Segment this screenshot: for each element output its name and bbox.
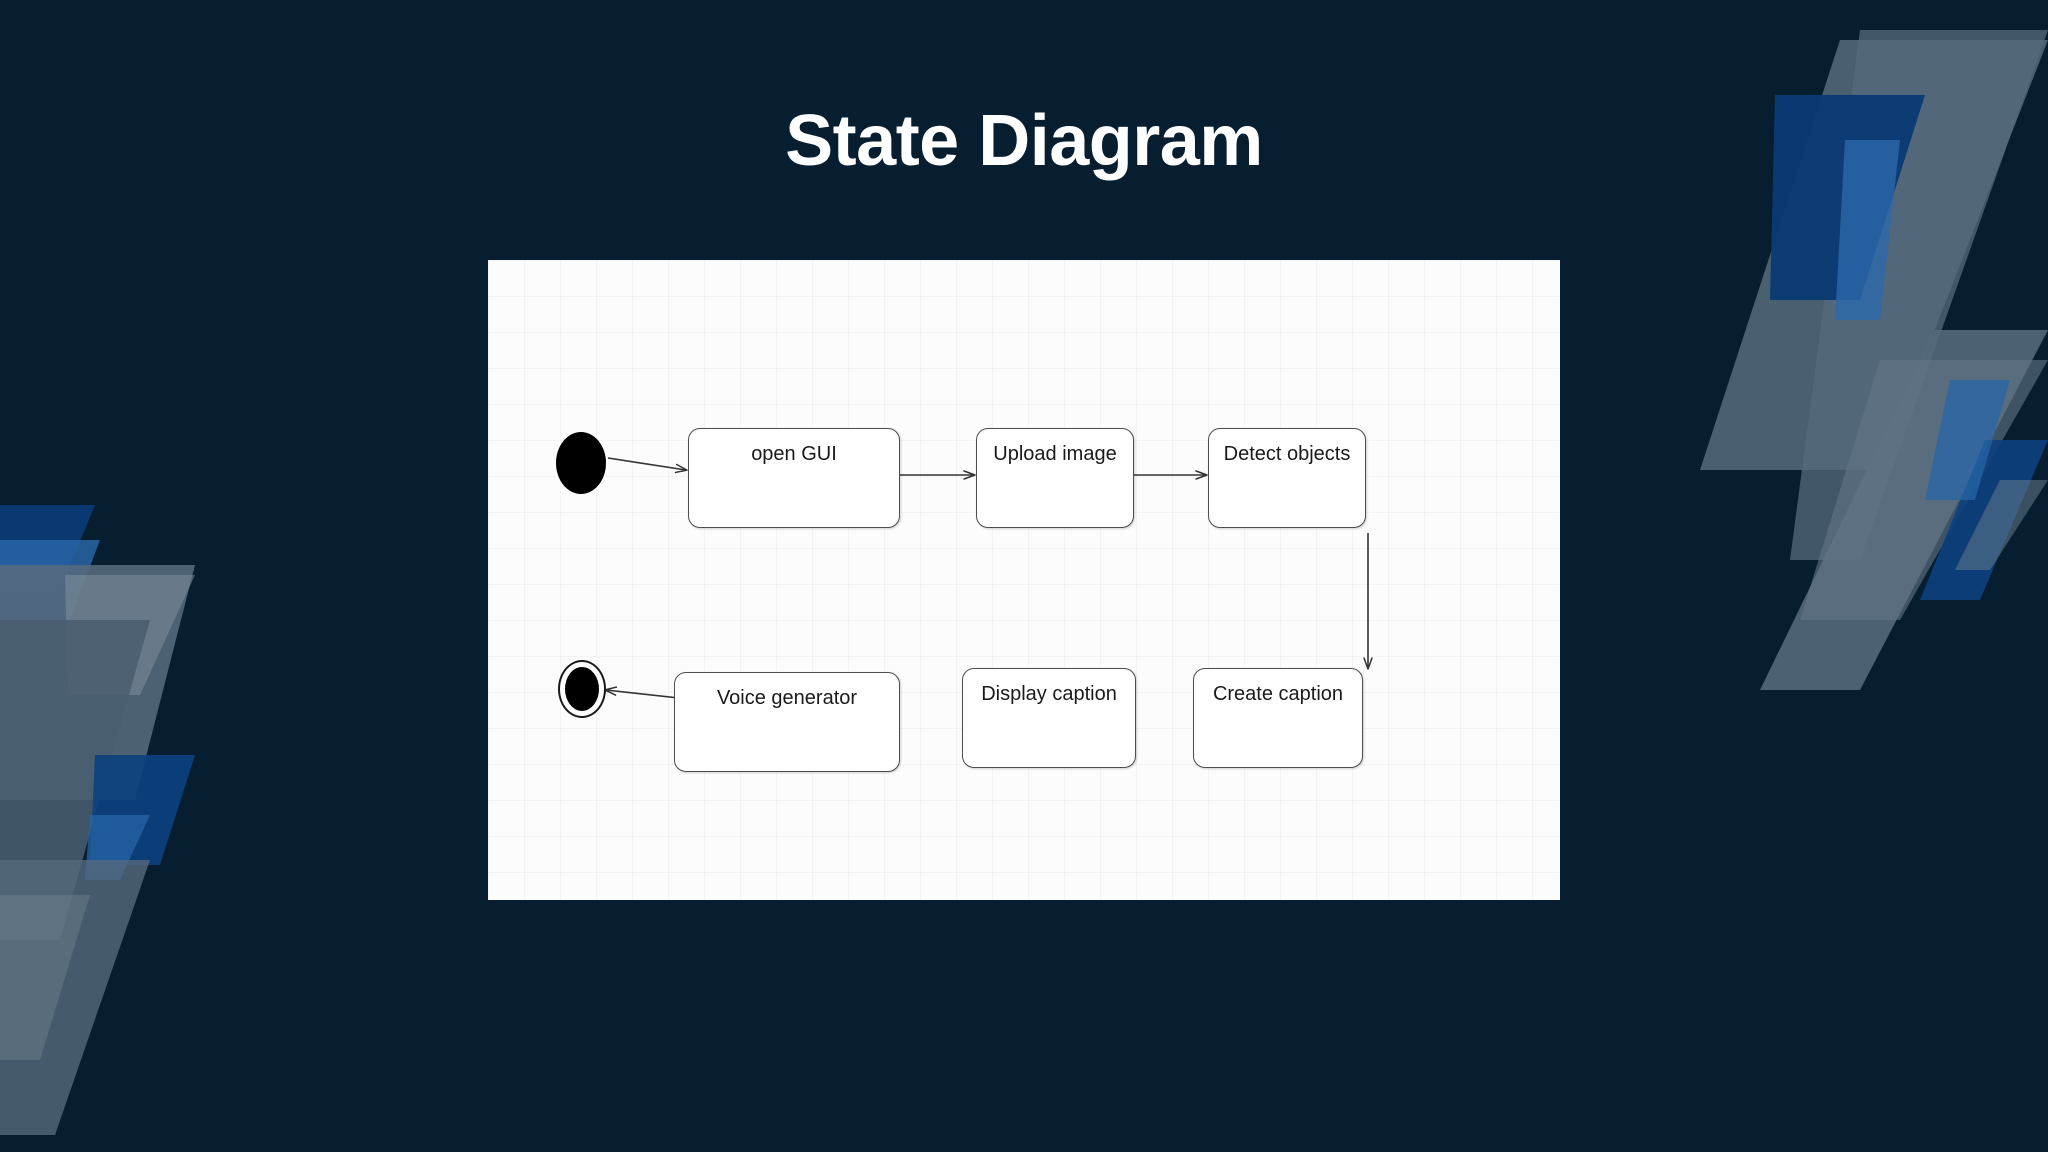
deco-shape-slate-light bbox=[1800, 360, 2048, 620]
state-label: Create caption bbox=[1212, 683, 1344, 705]
state-label: Display caption bbox=[981, 683, 1117, 705]
state-node-display-caption[interactable]: Display caption bbox=[962, 668, 1136, 768]
deco-shape-blue-dark bbox=[1920, 440, 2048, 600]
deco-shape-slate-light bbox=[0, 895, 90, 1060]
deco-shape-slate bbox=[0, 860, 150, 1135]
edge-start-to-open-gui bbox=[607, 457, 688, 474]
diagram-connectors bbox=[604, 457, 1373, 723]
deco-shape-slate bbox=[0, 620, 150, 940]
state-node-voice-generator[interactable]: Voice generator bbox=[674, 672, 900, 772]
final-state-node[interactable] bbox=[558, 660, 606, 718]
deco-shape-blue-bright bbox=[1925, 380, 2010, 500]
deco-shape-blue-mid bbox=[0, 540, 100, 620]
state-label: Detect objects bbox=[1223, 443, 1351, 465]
page-title: State Diagram bbox=[785, 101, 1263, 181]
deco-shape-slate bbox=[0, 565, 195, 800]
initial-state-node[interactable] bbox=[556, 432, 606, 494]
diagram-canvas: open GUI Upload image Detect objects Voi… bbox=[488, 260, 1560, 900]
deco-shape-slate bbox=[1760, 330, 2048, 690]
decoration-left bbox=[0, 505, 195, 1135]
state-label: Upload image bbox=[993, 443, 1117, 465]
state-node-create-caption[interactable]: Create caption bbox=[1193, 668, 1363, 768]
deco-shape-slate bbox=[1955, 480, 2048, 570]
state-label: open GUI bbox=[751, 443, 837, 465]
state-node-detect-objects[interactable]: Detect objects bbox=[1208, 428, 1366, 528]
state-node-upload-image[interactable]: Upload image bbox=[976, 428, 1134, 528]
deco-shape-blue-dark bbox=[90, 755, 195, 865]
state-label: Voice generator bbox=[716, 687, 858, 709]
state-node-open-gui[interactable]: open GUI bbox=[688, 428, 900, 528]
deco-shape-blue-dark bbox=[0, 505, 95, 590]
deco-shape-blue-bright bbox=[85, 815, 150, 880]
deco-shape-slate-light bbox=[65, 575, 195, 695]
